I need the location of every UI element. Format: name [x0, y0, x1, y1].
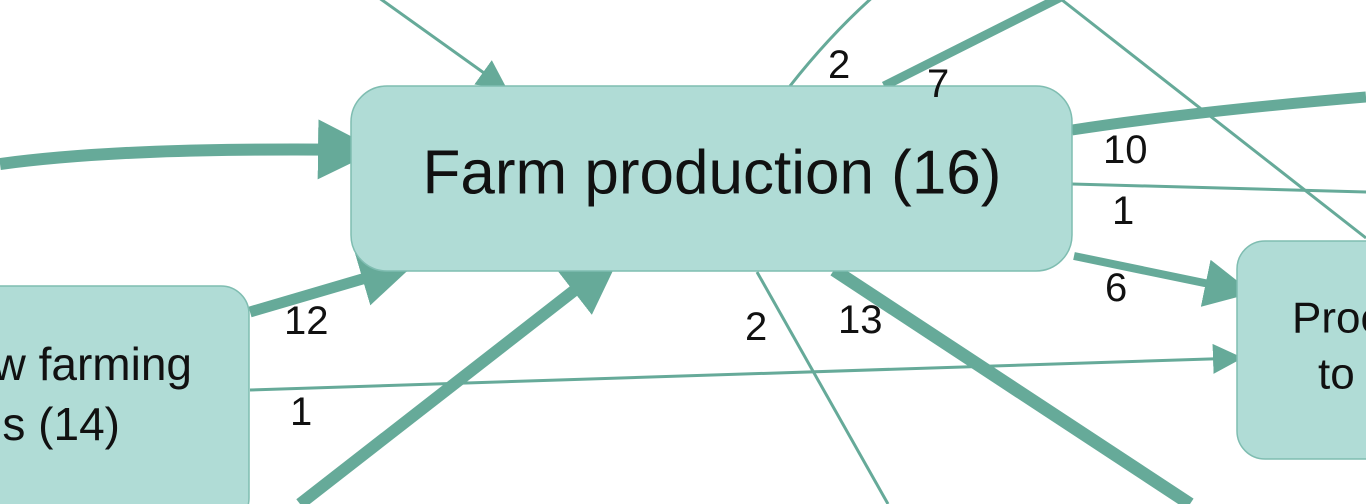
edge-label-right-thick: 10: [1103, 128, 1148, 172]
node-processing[interactable]: Proc to: [1236, 240, 1366, 460]
edge-label-new-farming-to-processing: 1: [290, 390, 312, 434]
edge-bottom-incoming: [296, 253, 621, 504]
node-new-farming[interactable]: w farming s (14): [0, 285, 250, 504]
edge-new-farming-to-farm: [248, 252, 416, 318]
edge-to-processing: [1073, 252, 1253, 307]
edge-label-top-thick: 7: [927, 62, 949, 106]
edge-top-to-processing: [1061, 0, 1366, 240]
edge-top-left-incoming: [379, 0, 508, 90]
edge-label-top-thin: 2: [828, 43, 850, 87]
edge-top-thin: [788, 0, 872, 87]
edge-label-new-farming-to-farm: 12: [284, 299, 329, 343]
node-farm-production-label: Farm production (16): [423, 138, 1002, 207]
node-processing-label-line1: Proc: [1292, 294, 1366, 343]
edge-bottom-thin: [755, 271, 890, 504]
node-new-farming-label-line1: w farming: [0, 338, 192, 390]
edge-label-right-thin: 1: [1112, 189, 1134, 233]
edge-new-farming-to-processing: [249, 343, 1243, 392]
node-farm-production[interactable]: Farm production (16): [350, 85, 1073, 272]
edge-label-bottom-thin: 2: [745, 305, 767, 349]
edge-top-thick: [881, 0, 1066, 91]
node-processing-label-line2: to: [1318, 350, 1355, 399]
edge-left-incoming: [0, 119, 378, 180]
edge-right-thin: [1071, 182, 1366, 194]
node-new-farming-label-line2: s (14): [2, 398, 120, 450]
edge-label-to-processing: 6: [1105, 266, 1127, 310]
edge-bottom-thick: [830, 264, 1194, 504]
edge-right-thick: [1071, 91, 1366, 136]
edge-label-bottom-thick: 13: [838, 298, 883, 342]
